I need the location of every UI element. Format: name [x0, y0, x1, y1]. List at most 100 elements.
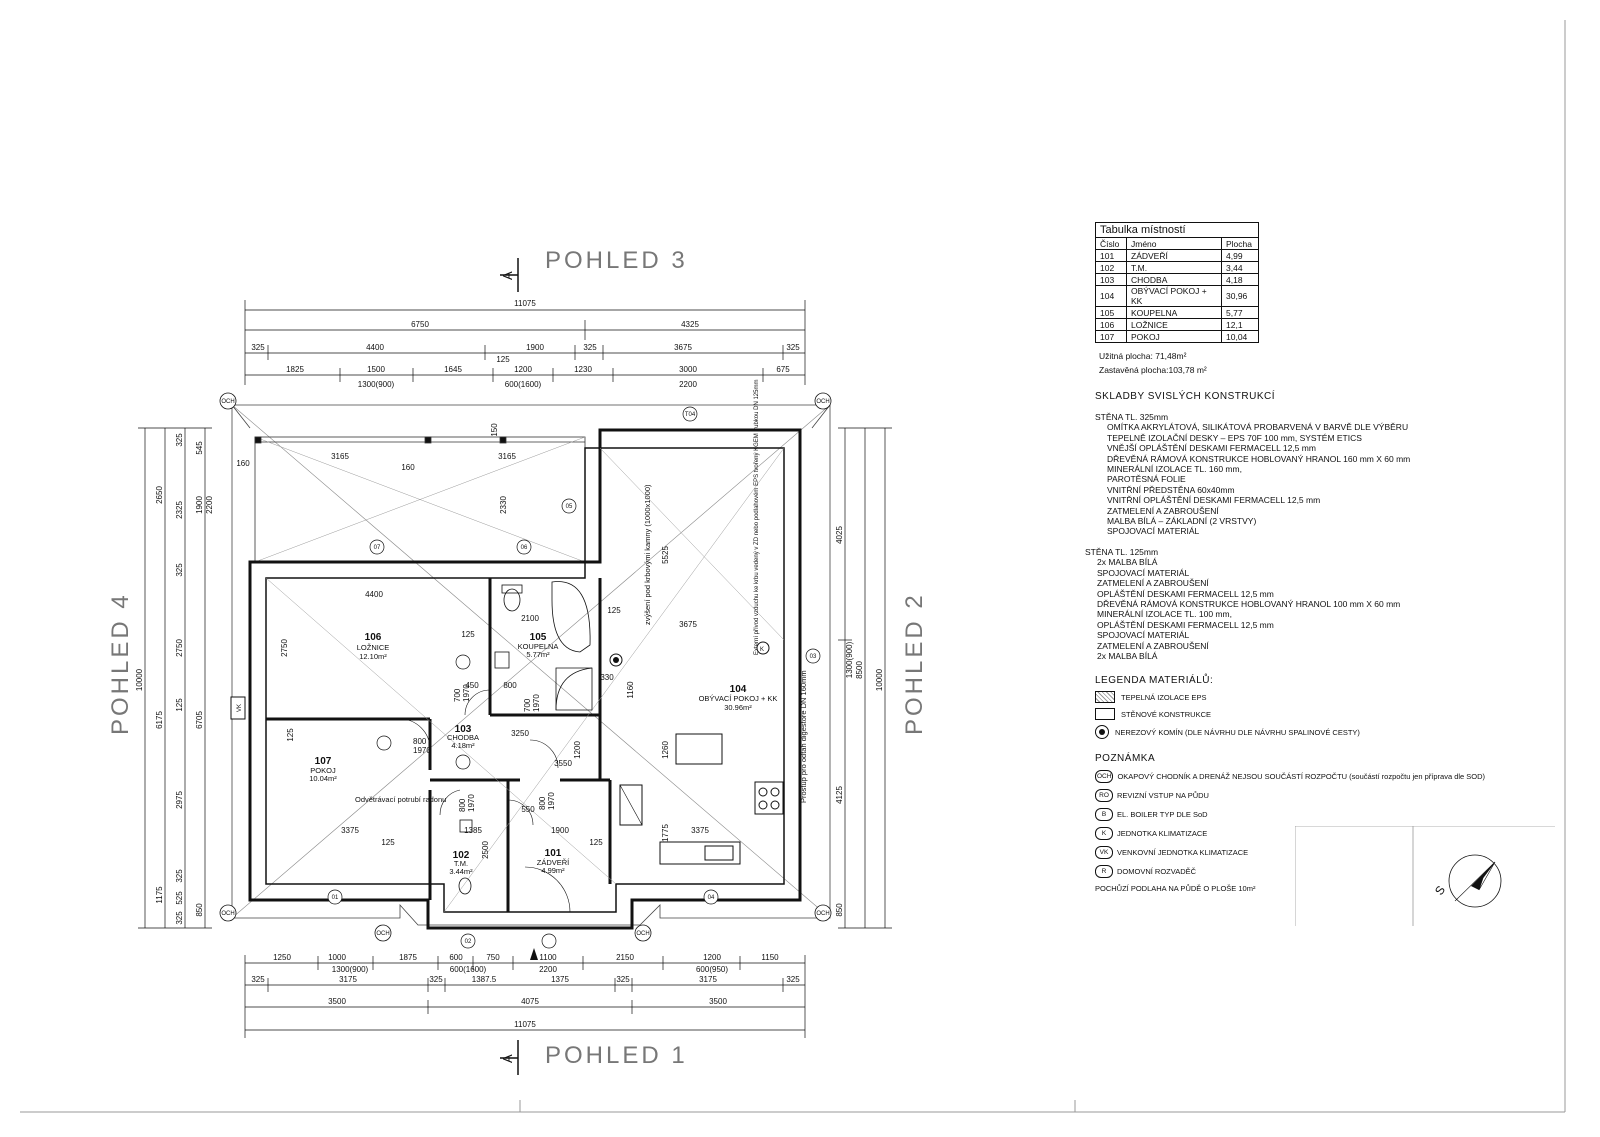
wall-325-item: MALBA BÍLÁ – ZÁKLADNÍ (2 VRSTVY)	[1107, 516, 1257, 527]
interior-dimensions: 3165 3165 160 160 150 2330 4400 2750 367…	[236, 423, 709, 859]
legend-walls: STĚNOVÉ KONSTRUKCE	[1095, 708, 1495, 721]
svg-text:5.77m²: 5.77m²	[526, 650, 550, 659]
svg-text:POKOJ: POKOJ	[310, 766, 336, 775]
svg-text:850: 850	[195, 903, 204, 917]
svg-text:10000: 10000	[135, 668, 144, 691]
b-icon: B	[1095, 808, 1113, 822]
svg-text:1200: 1200	[703, 953, 721, 962]
wall-325-item: VNITŘNÍ OPLÁŠTĚNÍ DESKAMI FERMACELL 12,5…	[1107, 495, 1321, 506]
svg-text:OCH: OCH	[636, 931, 649, 937]
och-icon: OCH	[1095, 770, 1114, 784]
svg-text:6705: 6705	[195, 711, 204, 729]
bathroom-fixtures	[458, 581, 593, 895]
note-b: B EL. BOILER TYP DLE SoD	[1095, 808, 1495, 822]
room-table-header: Číslo Jméno Plocha	[1095, 237, 1259, 250]
note-text: VENKOVNÍ JEDNOTKA KLIMATIZACE	[1117, 848, 1249, 858]
svg-text:8500: 8500	[855, 661, 864, 679]
svg-text:02: 02	[465, 939, 472, 945]
svg-text:10000: 10000	[875, 668, 884, 691]
svg-text:07: 07	[374, 545, 381, 551]
r-icon: R	[1095, 865, 1113, 879]
wall-325-title: STĚNA TL. 325mm	[1095, 412, 1169, 422]
window-tags	[327, 406, 821, 949]
room-table-title: Tabulka místností	[1095, 222, 1259, 237]
svg-text:1900: 1900	[195, 496, 204, 514]
svg-text:KOUPELNA: KOUPELNA	[518, 642, 559, 651]
svg-text:325: 325	[616, 975, 630, 984]
note-r: R DOMOVNÍ ROZVADĚČ	[1095, 865, 1495, 879]
note-text: POCHŮZÍ PODLAHA NA PŮDĚ O PLOŠE 10m²	[1095, 884, 1256, 894]
svg-text:05: 05	[566, 504, 573, 510]
svg-text:325: 325	[251, 343, 265, 352]
view-label-left: POHLED 4	[107, 592, 134, 735]
och-markers	[219, 392, 832, 942]
svg-text:3175: 3175	[699, 975, 717, 984]
svg-text:4025: 4025	[835, 526, 844, 544]
room-table: Tabulka místností Číslo Jméno Plocha 101…	[1095, 222, 1259, 343]
svg-text:125: 125	[381, 838, 395, 847]
wall-125-item: ZATMELENÍ A ZABROUŠENÍ	[1097, 640, 1209, 651]
wall-325-item: OMÍTKA AKRYLÁTOVÁ, SILIKÁTOVÁ PROBARVENÁ…	[1107, 422, 1409, 433]
svg-text:325: 325	[175, 911, 184, 925]
wall-125-item: 2x MALBA BÍLÁ	[1097, 557, 1158, 568]
svg-text:600: 600	[449, 953, 463, 962]
svg-text:1250: 1250	[273, 953, 291, 962]
svg-text:5525: 5525	[661, 546, 670, 564]
room-105-label: 105 KOUPELNA 5.77m²	[518, 632, 559, 659]
svg-text:325: 325	[251, 975, 265, 984]
svg-text:330: 330	[600, 673, 614, 682]
note-attic: POCHŮZÍ PODLAHA NA PŮDĚ O PLOŠE 10m²	[1095, 884, 1495, 893]
legend-eps: TEPELNÁ IZOLACE EPS	[1095, 691, 1495, 704]
wall-125-item: OPLÁŠTĚNÍ DESKAMI FERMACELL 12,5 mm	[1097, 619, 1274, 630]
svg-text:325: 325	[786, 343, 800, 352]
svg-text:1200: 1200	[514, 365, 532, 374]
svg-text:325: 325	[583, 343, 597, 352]
svg-text:10.04m²: 10.04m²	[309, 774, 337, 783]
radon-note: Odvětrávací potrubí radonu	[355, 795, 446, 804]
svg-text:1300(900): 1300(900)	[332, 965, 369, 974]
roof-ridges	[265, 447, 785, 913]
compass-letter: S	[1432, 883, 1448, 898]
svg-text:OBÝVACÍ POKOJ + KK: OBÝVACÍ POKOJ + KK	[699, 694, 778, 703]
svg-text:01: 01	[332, 895, 339, 901]
svg-text:1500: 1500	[367, 365, 385, 374]
note-text: OKAPOVÝ CHODNÍK A DRENÁŽ NEJSOU SOUČÁSTÍ…	[1117, 772, 1486, 782]
note-text: REVIZNÍ VSTUP NA PŮDU	[1117, 791, 1209, 801]
svg-text:1385: 1385	[464, 826, 482, 835]
exterior-walls	[248, 428, 802, 930]
svg-text:2150: 2150	[616, 953, 634, 962]
svg-text:102: 102	[453, 850, 470, 861]
chimney-icon	[1095, 725, 1109, 740]
svg-text:2500: 2500	[481, 841, 490, 859]
svg-text:750: 750	[486, 953, 500, 962]
room-102-label: 102 T.M. 3.44m²	[449, 850, 473, 876]
air-intake-note: Externí přívod vzduchu ke krbu vedený v …	[754, 380, 760, 655]
wall-125-item: OPLÁŠTĚNÍ DESKAMI FERMACELL 12,5 mm	[1097, 588, 1274, 599]
svg-text:3175: 3175	[339, 975, 357, 984]
svg-text:525: 525	[175, 891, 184, 905]
svg-text:7001970: 7001970	[453, 684, 471, 702]
svg-text:1300(900): 1300(900)	[358, 380, 395, 389]
svg-text:2325: 2325	[175, 501, 184, 519]
compositions-title: SKLADBY SVISLÝCH KONSTRUKCÍ	[1095, 391, 1276, 402]
svg-text:2100: 2100	[521, 614, 539, 623]
note-k: K JEDNOTKA KLIMATIZACE	[1095, 827, 1495, 841]
room-101-label: 101 ZÁDVEŘÍ 4.99m²	[537, 848, 570, 875]
svg-text:1150: 1150	[761, 953, 779, 962]
room-103-label: 103 CHODBA 4.18m²	[447, 724, 479, 750]
room-104-label: 104 OBÝVACÍ POKOJ + KK 30.96m²	[699, 684, 778, 712]
svg-text:1175: 1175	[155, 886, 164, 904]
header-number: Číslo	[1095, 237, 1127, 250]
north-arrow-box: S	[1294, 825, 1555, 926]
svg-text:850: 850	[835, 903, 844, 917]
svg-text:3165: 3165	[498, 452, 516, 461]
svg-text:8001970: 8001970	[458, 794, 476, 812]
dimension-lines-bottom	[244, 955, 806, 1038]
svg-text:101: 101	[545, 848, 562, 859]
svg-text:105: 105	[530, 632, 547, 643]
svg-text:106: 106	[365, 632, 382, 643]
svg-text:7001970: 7001970	[523, 694, 541, 712]
svg-text:A: A	[500, 271, 515, 280]
svg-text:104: 104	[730, 684, 747, 695]
